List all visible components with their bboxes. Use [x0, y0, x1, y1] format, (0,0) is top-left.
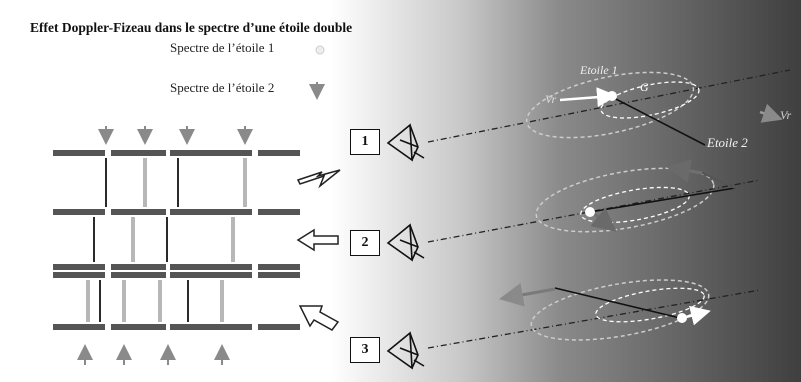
spectrum-strip-3: [53, 272, 300, 330]
hollow-arrow-3: [298, 305, 340, 331]
vr-left-label: Vr: [545, 92, 557, 106]
legend-star1-marker: [315, 45, 325, 55]
orbit-system-3: [499, 279, 711, 341]
spectrum-strip-1: [53, 150, 300, 215]
spectrum-panel: [53, 126, 303, 365]
top-line-markers: [98, 126, 253, 145]
observer-3: [386, 331, 425, 370]
legend-star1-label: Spectre de l’étoile 1: [170, 40, 275, 55]
star-1: [585, 207, 595, 217]
vr-right-label: Vr: [780, 108, 792, 122]
center-of-mass-label: G: [640, 80, 649, 94]
observer-2: [386, 223, 425, 262]
legend-star2-label: Spectre de l’étoile 2: [170, 80, 275, 95]
star-1: [677, 313, 687, 323]
hollow-arrow-1: [296, 169, 341, 189]
scenario-label-3: 3: [350, 337, 380, 363]
orbit-system-2: [535, 159, 736, 233]
spectrum-strip-2: [53, 217, 300, 270]
scenario-label-1: 1: [350, 129, 380, 155]
scenario-label-2: 2: [350, 230, 380, 256]
observer-1: [386, 123, 425, 162]
diagram-title: Effet Doppler-Fizeau dans le spectre d’u…: [30, 20, 353, 35]
star-1: [607, 91, 617, 101]
star1-label: Etoile 1: [580, 63, 618, 77]
hollow-arrow-2: [296, 228, 339, 252]
bottom-line-markers: [77, 344, 230, 365]
star2-label: Etoile 2: [707, 135, 748, 150]
